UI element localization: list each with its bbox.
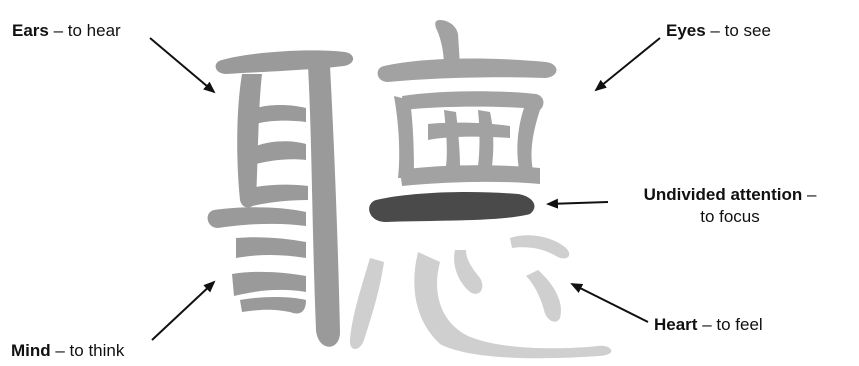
undivided-attention-term: Undivided attention [643,185,803,204]
heart-meaning: – to feel [697,315,763,334]
mind-meaning: – to think [50,341,125,360]
undivided-attention-label: Undivided attention – to focus [614,184,846,228]
undivided-attention-meaning: to focus [700,207,760,226]
heart-term: Heart [654,315,698,334]
attention-component [369,192,535,222]
eyes-term: Eyes [666,21,706,40]
eye-component [377,20,557,186]
ears-term: Ears [12,21,49,40]
undivided-attention-line1: Undivided attention – [614,184,846,206]
ear-component [207,50,354,347]
ears-arrow [149,37,216,94]
heart-label: Heart – to feel [654,314,763,336]
mind-label: Mind – to think [11,340,124,362]
attention-arrow [546,198,609,209]
mind-arrow [151,280,216,341]
heart-arrow [570,283,649,323]
eyes-arrow [594,37,661,92]
heart-component [349,235,612,359]
eyes-meaning: – to see [705,21,771,40]
ears-meaning: – to hear [48,21,121,40]
ears-label: Ears – to hear [12,20,121,42]
eyes-label: Eyes – to see [666,20,771,42]
mind-term: Mind [11,341,51,360]
undivided-attention-dash: – [802,185,817,204]
